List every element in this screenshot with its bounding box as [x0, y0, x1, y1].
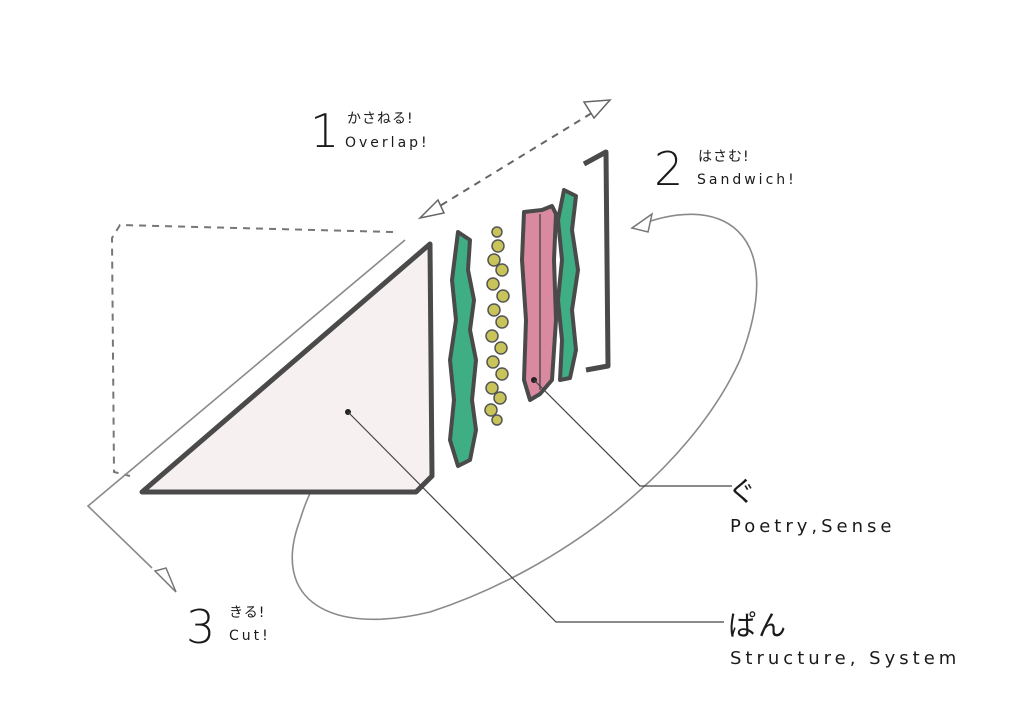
egg-layer	[484, 226, 510, 426]
bread-jp-label: ぱん	[728, 609, 789, 642]
overlap-arrow-head-bottom	[417, 198, 446, 220]
step-2-en-label: Sandwich!	[697, 172, 797, 188]
step-3-jp-label: きる!	[229, 605, 266, 621]
filling-callout-line	[533, 379, 732, 487]
step-1-en-label: Overlap!	[345, 135, 430, 151]
cut-arrow-head	[153, 567, 177, 593]
step-3-en-label: Cut!	[229, 628, 271, 644]
step-3-number: 3	[186, 600, 216, 654]
step-2-number: 2	[654, 142, 684, 196]
step-2-jp-label: はさむ!	[698, 149, 750, 165]
loop-arrow	[291, 213, 758, 620]
dashed-half-outline	[110, 223, 394, 477]
bread-slice-back	[582, 149, 611, 373]
overlap-arrow-head-top	[582, 99, 612, 120]
step-1-jp-label: かさねる!	[347, 111, 414, 127]
cut-line	[86, 239, 406, 569]
step-1-number: 1	[310, 104, 340, 158]
filling-jp-label: ぐ	[728, 475, 759, 508]
bread-callout-line	[347, 411, 724, 623]
lettuce-layer-right	[556, 188, 580, 382]
bread-slice	[139, 241, 435, 495]
loop-arrow-head-right	[630, 212, 654, 233]
lettuce-layer-left	[448, 230, 478, 468]
bread-en-label: Structure, System	[730, 648, 961, 669]
filling-en-label: Poetry,Sense	[730, 516, 896, 537]
